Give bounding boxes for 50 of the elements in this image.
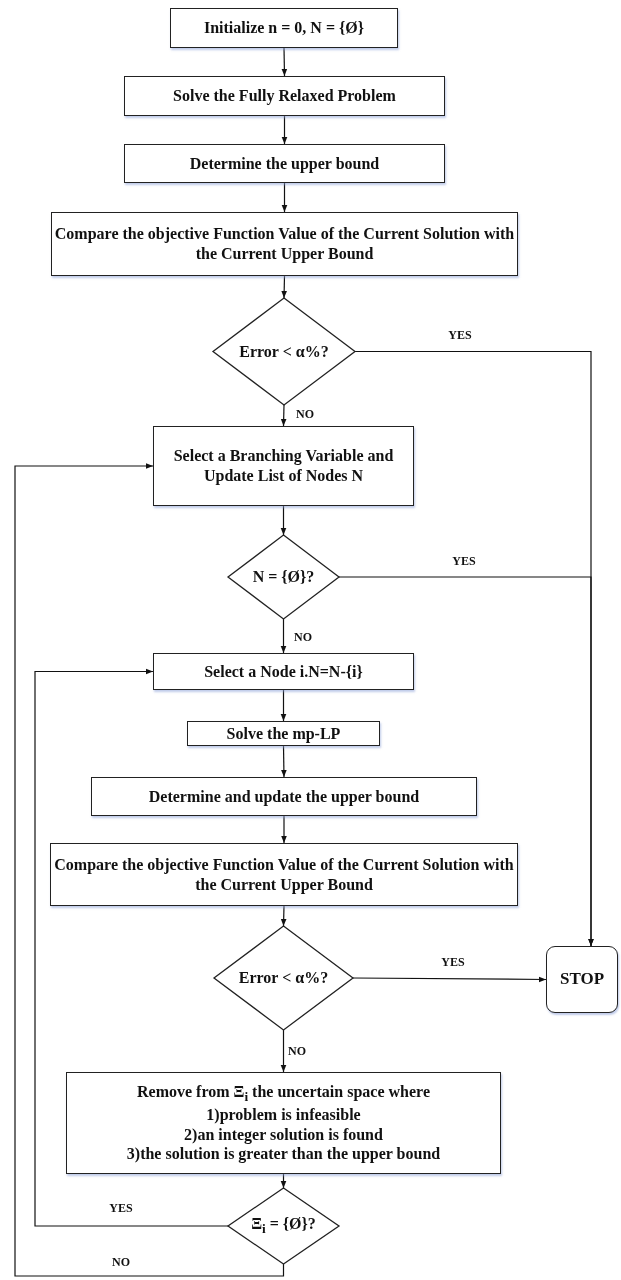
process-box (66, 1072, 501, 1174)
step-text: Select a Branching Variable and Update List of Nodes N (172, 446, 395, 486)
arrow (280, 689, 287, 722)
step-text: Solve the Fully Relaxed Problem (173, 86, 396, 106)
arrow (281, 275, 287, 299)
arrow (34, 668, 229, 1227)
process-box (51, 212, 518, 276)
step-text: Determine and update the upper bound (148, 786, 420, 807)
arrow (281, 115, 288, 145)
terminal-box (546, 946, 618, 1013)
arrow (280, 505, 287, 536)
arrow (281, 47, 288, 77)
step-text: Determine the upper bound (189, 153, 380, 174)
process-box (124, 144, 445, 183)
decision-diamond (214, 926, 353, 1030)
step-text: Ξ$_{i}$ = {Ø}? (251, 1214, 316, 1238)
step-text: Compare the objective Function Value of the Current Solution with the Current Upper Bound (53, 855, 515, 894)
step-text: Initialize n = 0, N = {Ø} (203, 18, 365, 38)
arrow (14, 463, 285, 1277)
arrow (280, 404, 287, 427)
process-box (124, 76, 445, 116)
process-box (187, 721, 380, 746)
arrow (281, 745, 287, 778)
arrow (280, 1029, 287, 1073)
process-box (153, 653, 414, 690)
step-text: 2)an integer solution is found (184, 1124, 383, 1145)
arrow (352, 976, 547, 983)
step-text: Compare the objective Function Value of the Current Solution with the Current Upper Bound (53, 224, 516, 264)
arrow (281, 182, 288, 213)
process-box (50, 843, 518, 906)
step-text: STOP (559, 969, 605, 990)
process-box (170, 8, 398, 48)
decision-diamond (228, 535, 339, 619)
process-box (91, 777, 477, 816)
arrow (280, 905, 287, 927)
step-text: 1)problem is infeasible (206, 1105, 361, 1125)
decision-diamond (228, 1188, 339, 1264)
step-text: Error < α%? (238, 968, 329, 988)
step-text: Select a Node i.N=N-{i} (204, 661, 363, 682)
step-text: 3)the solution is greater than the upper bound (126, 1144, 441, 1164)
step-text: Remove from Ξ$_{i}$ the uncertain space where (137, 1082, 430, 1106)
process-box (153, 426, 414, 506)
step-text: N = {Ø}? (252, 567, 315, 587)
decision-diamond (213, 298, 355, 405)
arrow (280, 1173, 287, 1189)
step-text: Solve the mp-LP (226, 723, 341, 744)
arrow (338, 576, 594, 947)
arrow (281, 815, 287, 844)
arrow (280, 618, 287, 654)
step-text: Error < α%? (239, 341, 329, 362)
